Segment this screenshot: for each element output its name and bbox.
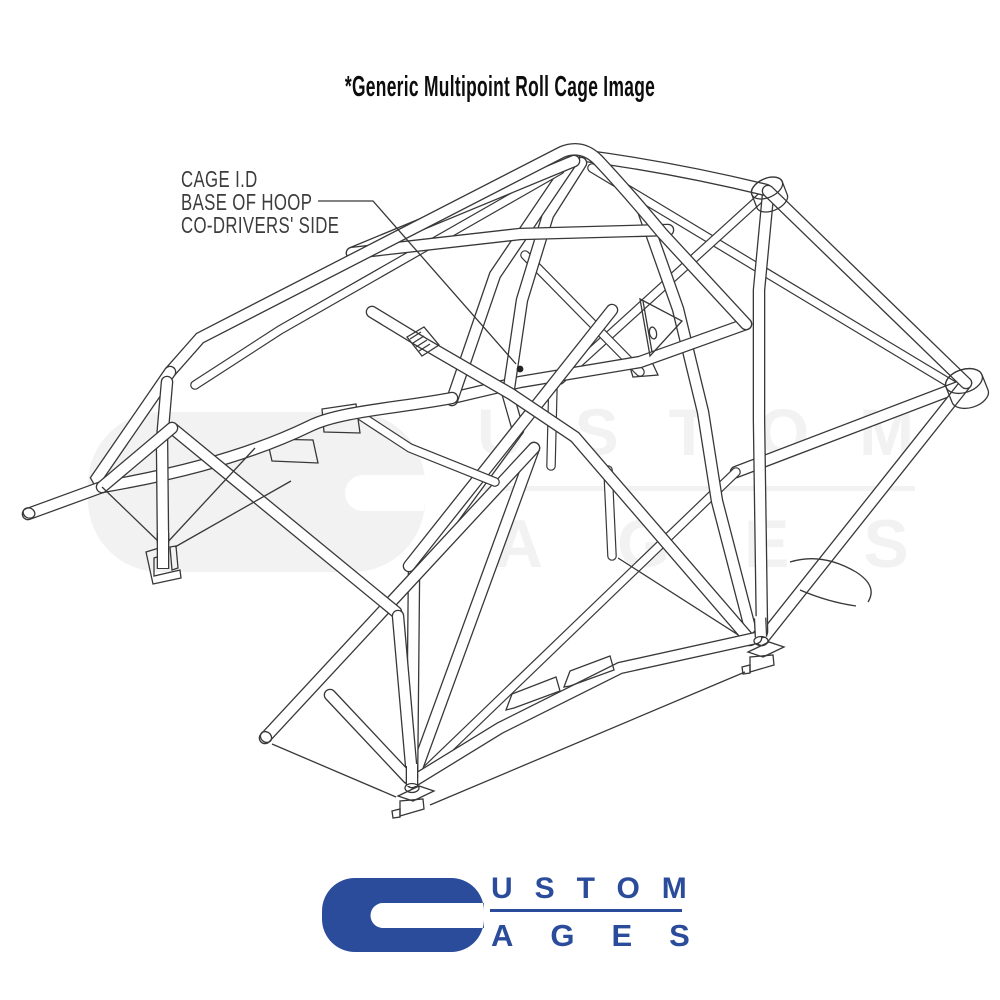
svg-text:AGES: AGES [491,918,727,953]
svg-text:USTOM: USTOM [491,872,709,905]
